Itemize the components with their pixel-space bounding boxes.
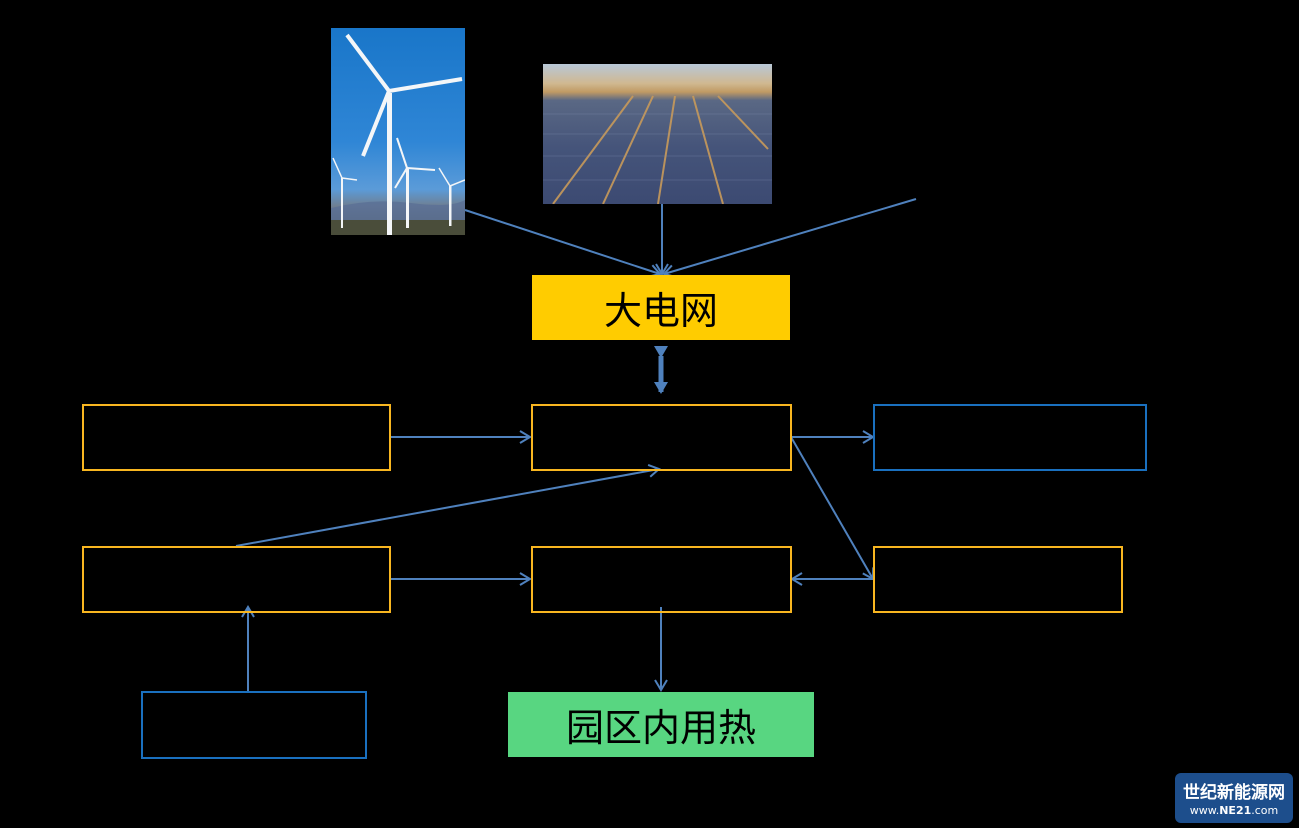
watermark-url: www.NE21.com xyxy=(1175,804,1293,817)
box-right-top xyxy=(873,404,1147,471)
grid-node: 大电网 xyxy=(532,275,790,340)
box-right-mid xyxy=(873,546,1123,613)
park-heat-label: 园区内用热 xyxy=(565,706,756,750)
watermark-logo: 世纪新能源网 www.NE21.com xyxy=(1175,773,1293,823)
watermark-url-suffix: .com xyxy=(1251,804,1279,817)
box-center-mid xyxy=(531,546,792,613)
watermark-title: 世纪新能源网 xyxy=(1183,783,1285,803)
box-left-mid xyxy=(82,546,391,613)
wind-turbine-image xyxy=(331,28,465,235)
box-center-top xyxy=(531,404,792,471)
arrow-leftmid-to-centertop xyxy=(235,463,661,547)
arrow-source3-to-grid xyxy=(662,198,917,278)
watermark-url-brand: NE21 xyxy=(1219,804,1252,817)
arrow-wind-to-grid xyxy=(464,209,662,278)
box-bottom-left xyxy=(141,691,367,759)
solar-farm-image xyxy=(543,64,772,204)
arrow-centertop-to-rightmid xyxy=(790,436,875,581)
box-left-top xyxy=(82,404,391,471)
watermark-url-prefix: www. xyxy=(1189,804,1220,817)
solar-panel-icon xyxy=(543,95,772,204)
park-heat-node: 园区内用热 xyxy=(508,692,814,757)
wind-turbine-icon xyxy=(331,33,465,235)
grid-label: 大电网 xyxy=(603,289,718,333)
